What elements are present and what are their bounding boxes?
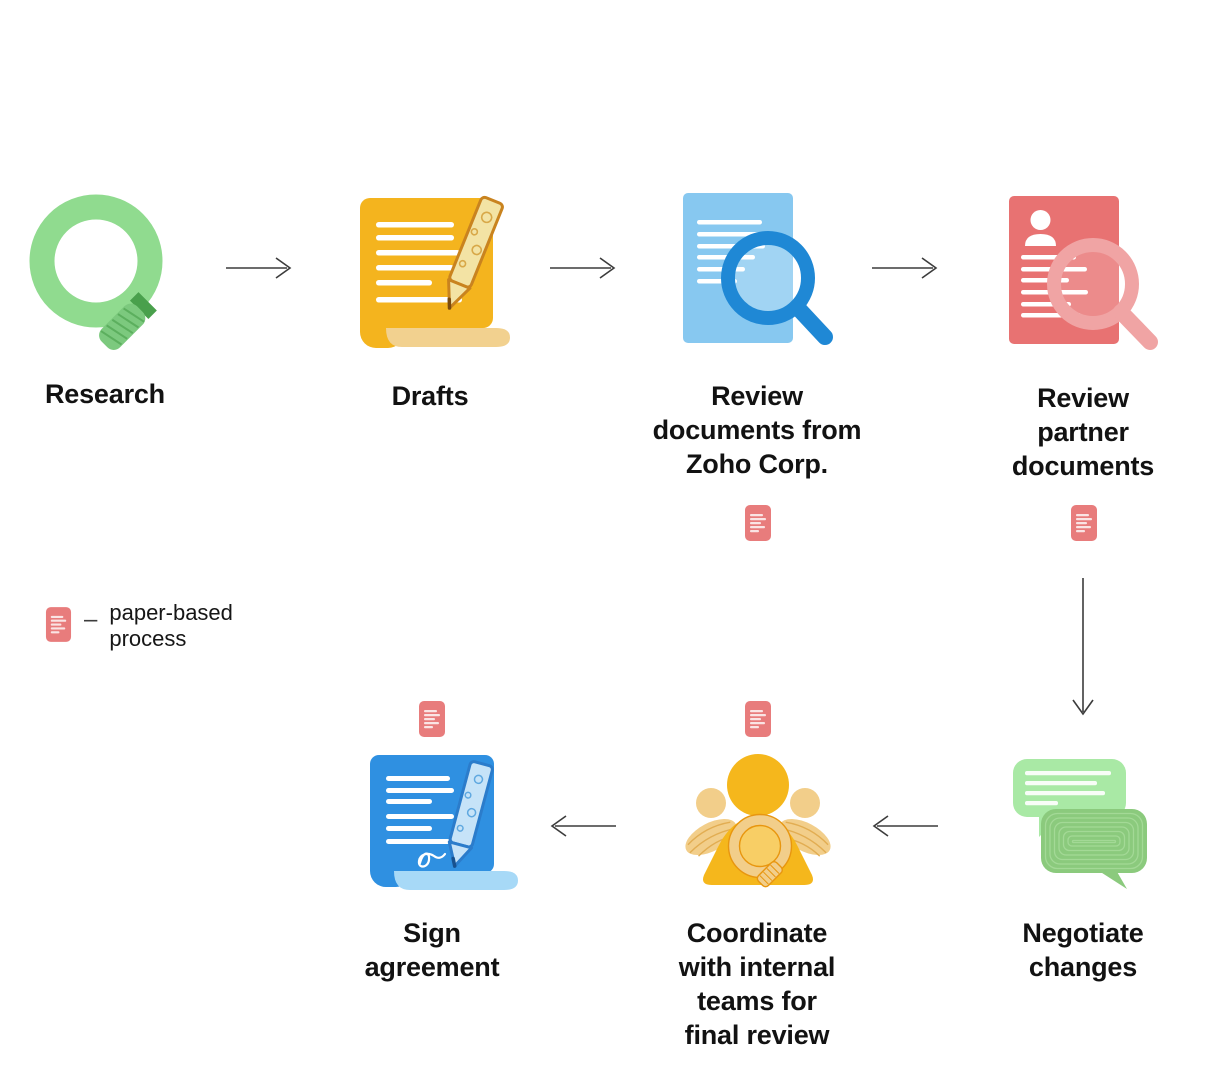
yellow-team-magnifier-icon bbox=[685, 754, 831, 888]
arrow-right-icon bbox=[226, 257, 292, 279]
yellow-document-pen-icon bbox=[360, 195, 510, 348]
arrow-right-icon bbox=[872, 257, 938, 279]
legend: – paper-based process bbox=[45, 596, 233, 652]
paper-process-badge-icon bbox=[745, 701, 771, 737]
paper-process-badge-icon bbox=[45, 607, 72, 642]
blue-document-signature-icon bbox=[370, 755, 518, 890]
step-label-review-partner: Review partner documents bbox=[1011, 383, 1155, 481]
step-label-research: Research bbox=[45, 379, 165, 409]
legend-separator: – bbox=[84, 606, 98, 633]
paper-process-badge-icon bbox=[1071, 505, 1097, 541]
green-magnifier-icon bbox=[29, 194, 163, 350]
step-label-coordinate: Coordinate with internal teams for final… bbox=[678, 918, 836, 1050]
legend-label: paper-based process bbox=[109, 600, 233, 651]
paper-process-badge-icon bbox=[745, 505, 771, 541]
paper-process-badge-icon bbox=[419, 701, 445, 737]
step-label-negotiate: Negotiate changes bbox=[1022, 918, 1144, 982]
red-document-person-magnifier-icon bbox=[1009, 196, 1158, 350]
arrow-down-icon bbox=[1072, 578, 1094, 716]
arrow-left-icon bbox=[872, 815, 938, 837]
arrow-right-icon bbox=[550, 257, 616, 279]
arrow-left-icon bbox=[550, 815, 616, 837]
step-label-review-documents: Review documents from Zoho Corp. bbox=[652, 381, 862, 479]
step-label-drafts: Drafts bbox=[391, 381, 469, 411]
step-label-sign: Sign agreement bbox=[364, 918, 500, 982]
green-chat-bubbles-icon bbox=[1013, 759, 1147, 889]
blue-document-magnifier-icon bbox=[683, 193, 833, 345]
